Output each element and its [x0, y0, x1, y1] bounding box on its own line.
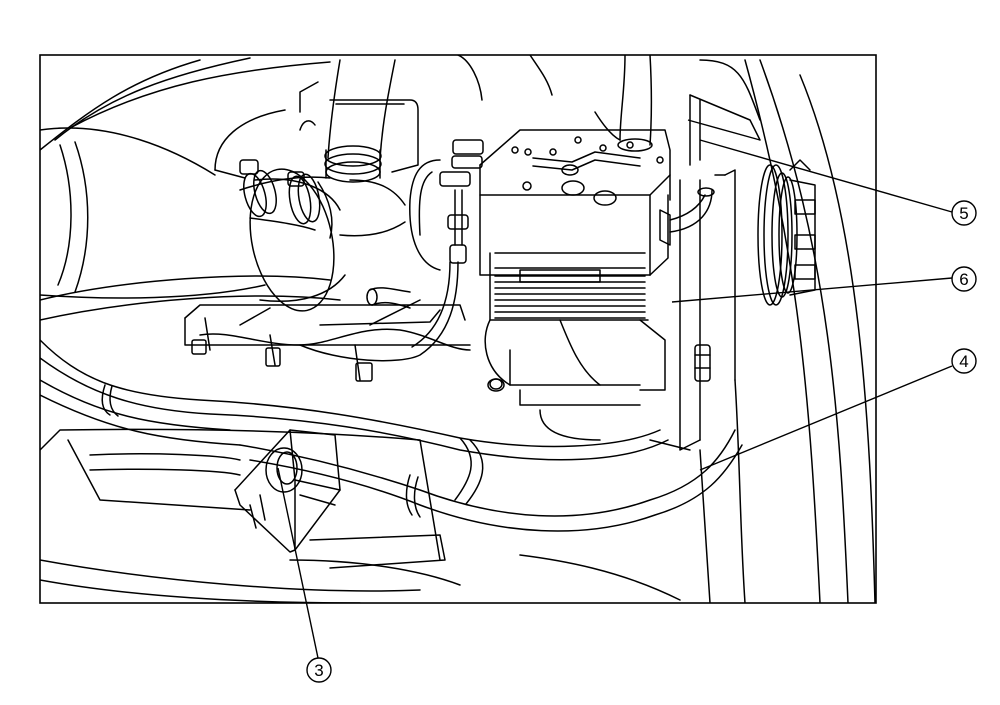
callout-4: 4 [951, 348, 977, 374]
grommet-block [234, 429, 341, 553]
callout-5: 5 [951, 200, 977, 226]
callout-5-label: 5 [959, 204, 968, 223]
callout-4-label: 4 [959, 352, 968, 371]
leader-line-5b [687, 119, 761, 141]
upper-hose [324, 55, 553, 183]
callout-3-label: 3 [314, 661, 323, 680]
callout-6-label: 6 [959, 270, 968, 289]
lower-duct [40, 428, 681, 603]
drawing-frame [39, 54, 877, 604]
motor-housing [484, 319, 666, 441]
lower-tubes [40, 275, 743, 532]
body-panel-right [699, 59, 876, 603]
elbow-fitting [366, 287, 411, 309]
wire-connectors [299, 139, 484, 362]
callout-3: 3 [306, 657, 332, 683]
upper-right-hose [594, 55, 653, 152]
pulley-stack [757, 159, 816, 306]
panel-contours [40, 57, 331, 179]
valve-block [479, 129, 715, 321]
fasteners [299, 120, 503, 390]
leader-line-4 [699, 365, 953, 471]
callout-6: 6 [951, 266, 977, 292]
injector-rail [184, 299, 471, 382]
leader-lines [277, 119, 953, 659]
clamped-hose [239, 159, 406, 239]
leader-line-5a [699, 139, 953, 213]
leader-line-6 [671, 277, 953, 303]
leader-line-3 [277, 467, 319, 659]
reservoir [329, 99, 419, 173]
mounting-bracket [649, 94, 761, 451]
